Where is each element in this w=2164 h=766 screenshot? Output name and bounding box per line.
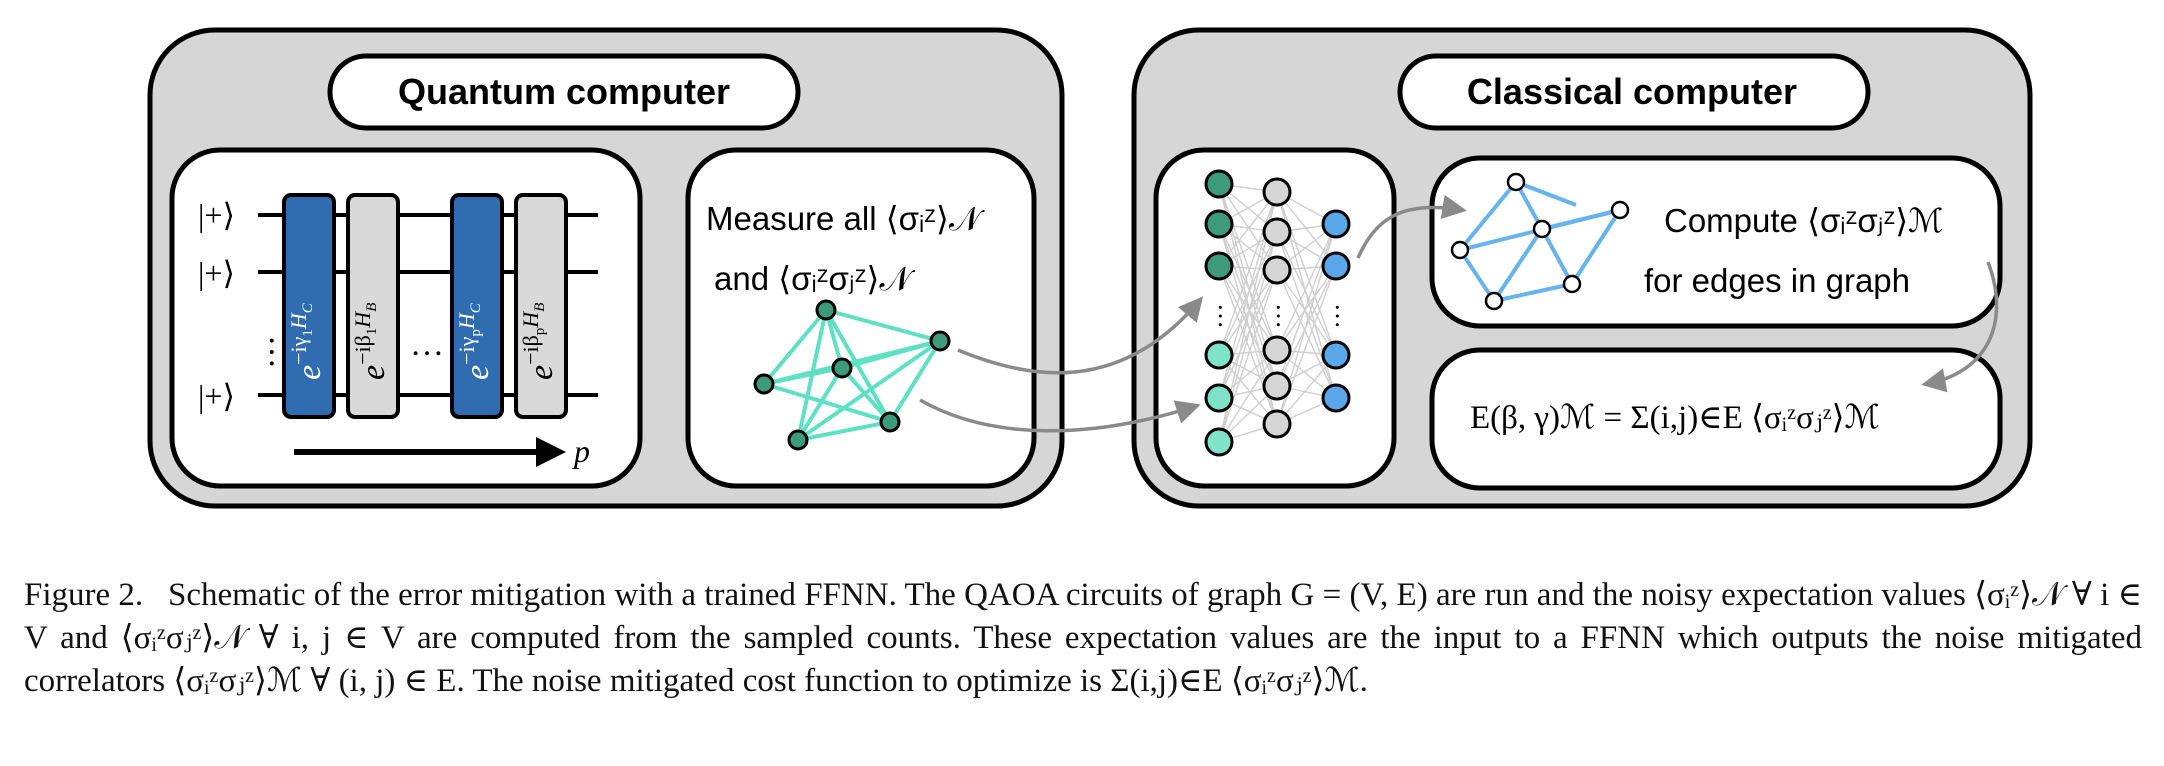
svg-text:e−iγpHC: e−iγpHC	[454, 302, 496, 380]
compute-line-2: for edges in graph	[1644, 262, 1910, 299]
nn-ellipsis-output: …	[1330, 303, 1359, 329]
quantum-title: Quantum computer	[398, 71, 730, 112]
nn-ellipsis-hidden: …	[1271, 303, 1300, 329]
nn-connection	[1218, 183, 1278, 351]
gate-ellipsis: …	[410, 326, 444, 363]
gate-mixer-p: e−iβpHB	[514, 193, 568, 419]
noisy-graph	[753, 299, 951, 451]
arrow-nn-to-compute	[1356, 194, 1467, 259]
nn-hidden-node	[1262, 255, 1292, 285]
nn-connection	[1218, 269, 1278, 399]
nn-input-node	[1204, 209, 1234, 239]
nn-input-node	[1204, 383, 1234, 413]
nn-connection	[1218, 269, 1278, 356]
svg-text:e−iβpHB: e−iβpHB	[518, 303, 560, 380]
nn-input-node	[1204, 169, 1234, 199]
nn-input-node	[1204, 251, 1234, 281]
circuit-box: |+⟩ |+⟩ |+⟩ … e−iγ1HC e−iβ1HB …	[169, 147, 643, 489]
arrow-compute-to-cost	[1921, 261, 1999, 393]
gate-cost-1: e−iγ1HC	[282, 193, 336, 419]
qaoa-error-mitigation-diagram: Quantum computer |+⟩ |+⟩ |+⟩ … e−iγ1HC	[147, 27, 2033, 509]
nn-connection	[1276, 223, 1337, 351]
nn-input-node	[1204, 427, 1234, 457]
caption-text: Schematic of the error mitigation with a…	[24, 577, 2142, 699]
nn-connection	[1218, 269, 1278, 443]
nn-connection	[1276, 269, 1337, 356]
caption-label: Figure 2.	[24, 577, 144, 613]
measure-line-2: and ⟨σᵢᶻσⱼᶻ⟩𝒩	[714, 260, 915, 297]
nn-connection	[1276, 191, 1337, 267]
nn-connection	[1218, 223, 1278, 351]
svg-text:e−iβ1HB: e−iβ1HB	[350, 303, 392, 380]
classical-title: Classical computer	[1467, 71, 1797, 112]
nn-connection	[1276, 269, 1337, 399]
compute-box: Compute ⟨σᵢᶻσⱼᶻ⟩ℳ for edges in graph	[1429, 155, 2003, 329]
measurement-box: Measure all ⟨σᵢᶻ⟩𝒩 and ⟨σᵢᶻσⱼᶻ⟩𝒩	[685, 147, 1037, 489]
depth-label: p	[572, 433, 590, 469]
nn-connection	[1276, 354, 1337, 425]
nn-connection	[1276, 265, 1337, 425]
input-state-1: |+⟩	[198, 197, 235, 233]
data-flow-arrows	[919, 194, 1999, 433]
nn-connection	[1218, 191, 1278, 267]
classical-computer-panel: Classical computer … … …	[1131, 27, 2033, 509]
input-state-3: |+⟩	[198, 378, 235, 414]
arrow-measure-to-nn-1	[957, 296, 1204, 375]
nn-hidden-node	[1262, 409, 1292, 439]
nn-ellipsis-input: …	[1213, 303, 1242, 329]
nn-connection	[1276, 231, 1337, 356]
output-graph	[1450, 172, 1630, 311]
arrow-measure-to-nn-2	[919, 398, 1201, 433]
measure-line-1: Measure all ⟨σᵢᶻ⟩𝒩	[706, 200, 985, 237]
nn-output-node	[1321, 383, 1351, 413]
compute-line-1: Compute ⟨σᵢᶻσⱼᶻ⟩ℳ	[1664, 202, 1943, 239]
cost-function-box: E(β, γ)ℳ = Σ(i,j)∈E ⟨σᵢᶻσⱼᶻ⟩ℳ	[1429, 347, 2003, 491]
gate-mixer-1: e−iβ1HB	[346, 193, 400, 419]
nn-hidden-node	[1262, 371, 1292, 401]
nn-connection	[1276, 265, 1337, 351]
cost-function-formula: E(β, γ)ℳ = Σ(i,j)∈E ⟨σᵢᶻσⱼᶻ⟩ℳ	[1470, 400, 1880, 436]
neural-network-box: … … …	[1153, 147, 1397, 489]
nn-connection	[1218, 183, 1278, 271]
nn-output-node	[1321, 209, 1351, 239]
gate-cost-p: e−iγpHC	[450, 193, 504, 419]
nn-connection	[1276, 191, 1337, 356]
nn-output-node	[1321, 340, 1351, 370]
figure-caption: Figure 2. Schematic of the error mitigat…	[24, 574, 2142, 703]
nn-input-node	[1204, 340, 1234, 370]
nn-connection	[1218, 354, 1278, 425]
nn-hidden-node	[1262, 177, 1292, 207]
nn-connection	[1218, 191, 1278, 356]
quantum-computer-panel: Quantum computer |+⟩ |+⟩ |+⟩ … e−iγ1HC	[147, 27, 1065, 509]
quantum-title-pill: Quantum computer	[327, 53, 801, 131]
nn-nodes	[1204, 169, 1351, 457]
nn-connection	[1218, 265, 1278, 425]
nn-hidden-node	[1262, 217, 1292, 247]
nn-output-node	[1321, 251, 1351, 281]
nn-connection	[1218, 349, 1278, 443]
classical-title-pill: Classical computer	[1397, 53, 1871, 131]
nn-connection	[1218, 265, 1278, 351]
input-state-2: |+⟩	[198, 255, 235, 291]
nn-hidden-node	[1262, 335, 1292, 365]
svg-text:e−iγ1HC: e−iγ1HC	[286, 302, 328, 380]
